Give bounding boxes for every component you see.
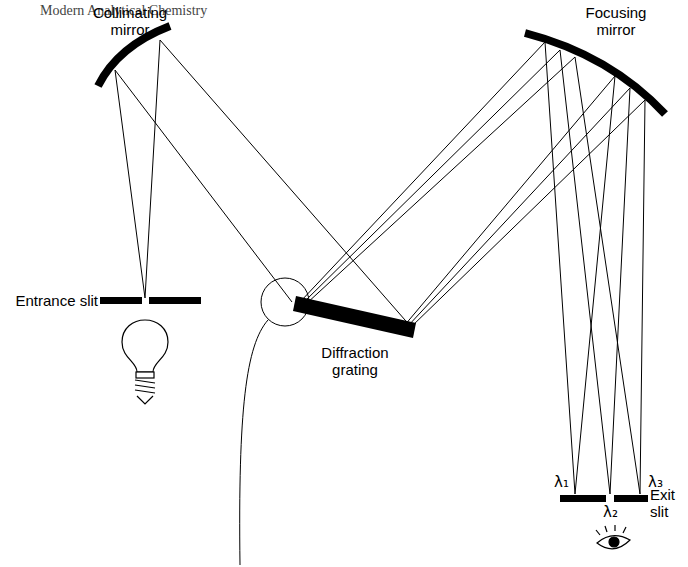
eye-icon bbox=[596, 525, 630, 549]
part-label: Entrance slit bbox=[14, 292, 98, 309]
entrance-slit bbox=[100, 297, 201, 304]
magnifier-circle bbox=[261, 278, 309, 326]
wavelength-label: λ₁ bbox=[553, 474, 570, 491]
part-label: Exit slit bbox=[650, 486, 684, 520]
wavelength-label: λ₂ bbox=[602, 504, 619, 521]
leader-line bbox=[240, 320, 268, 565]
focusing-mirror bbox=[525, 33, 665, 114]
exit-slit bbox=[560, 495, 648, 502]
part-label: Collimating mirror bbox=[80, 4, 180, 38]
part-label: Diffraction grating bbox=[300, 344, 410, 378]
lightbulb bbox=[122, 320, 168, 404]
diffraction-grating bbox=[293, 296, 416, 338]
light-rays bbox=[115, 40, 645, 494]
part-label: Focusing mirror bbox=[566, 4, 666, 38]
